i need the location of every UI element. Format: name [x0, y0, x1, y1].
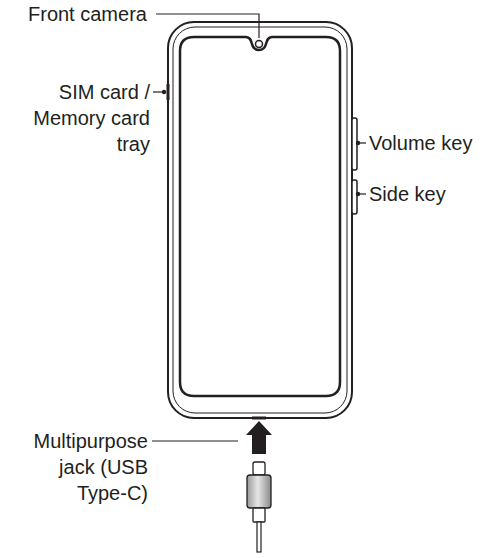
- front-camera: [256, 41, 263, 48]
- callout-label: Side key: [369, 181, 446, 207]
- leader-line: [152, 440, 238, 441]
- leader-dot: [162, 90, 166, 94]
- leader-line: [156, 14, 259, 38]
- strain-relief: [253, 508, 265, 522]
- callout-label: Multipurpose jack (USB Type-C): [28, 428, 148, 506]
- phone-body: [168, 22, 352, 418]
- sim-tray: [167, 84, 170, 100]
- leader-line: [153, 91, 163, 92]
- callout-label: Front camera: [28, 1, 147, 27]
- callout-label: SIM card / Memory card tray: [25, 79, 150, 157]
- usb-plug-tip: [253, 462, 265, 475]
- usb-jack: [252, 417, 266, 420]
- leader-dot: [356, 192, 360, 196]
- cable: [257, 522, 261, 552]
- callout-label: Volume key: [369, 130, 472, 156]
- leader-dot: [356, 141, 360, 145]
- usb-plug-body: [247, 475, 271, 508]
- phone-bezel: [173, 27, 347, 413]
- insert-arrow: [246, 421, 272, 454]
- side-key: [352, 180, 357, 214]
- screen-outline: [180, 37, 340, 396]
